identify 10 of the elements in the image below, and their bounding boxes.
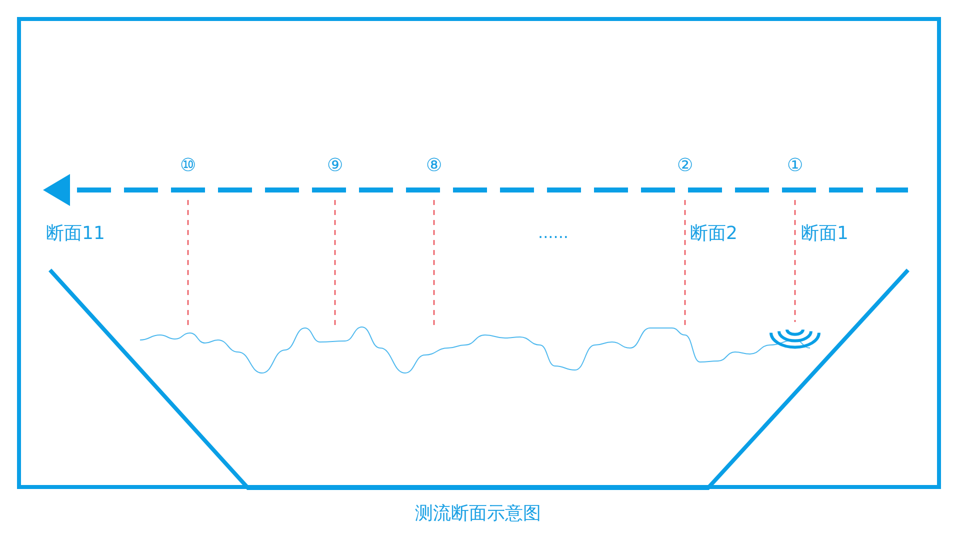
section-label: 断面11 bbox=[46, 225, 105, 243]
section-number: ⑩ bbox=[180, 157, 196, 175]
section-label: 断面2 bbox=[690, 225, 738, 243]
section-number: ⑨ bbox=[327, 157, 344, 175]
section-number: ① bbox=[787, 157, 804, 175]
section-number: ⑧ bbox=[426, 157, 442, 175]
caption: 测流断面示意图 bbox=[415, 505, 541, 523]
ellipsis-text: ...... bbox=[538, 225, 569, 241]
section-label: 断面1 bbox=[801, 225, 848, 243]
section-number: ② bbox=[677, 157, 694, 175]
